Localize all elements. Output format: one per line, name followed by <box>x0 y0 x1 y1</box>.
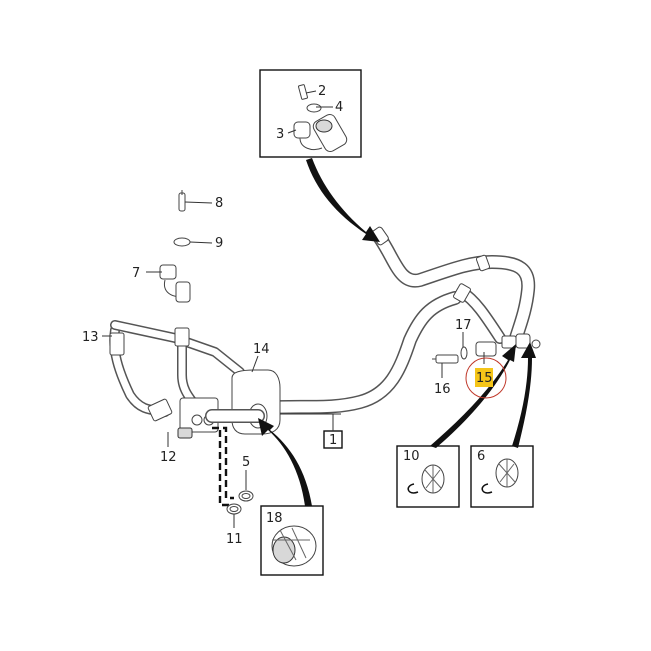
callout-14: 14 <box>253 342 270 357</box>
o-ring-17 <box>460 346 468 360</box>
main-hose-assembly <box>255 226 541 415</box>
callout-11: 11 <box>226 532 243 547</box>
cap-7 <box>159 264 191 303</box>
highlight-fill <box>475 368 493 387</box>
detail-box-18 <box>260 505 324 576</box>
callout-5: 5 <box>242 455 250 470</box>
callout-8: 8 <box>215 196 223 211</box>
callout-15: 15 <box>476 371 493 386</box>
callout-labels: 1 2 3 4 5 6 7 8 9 10 11 12 13 14 15 16 1… <box>82 84 493 547</box>
left-pipe-bundle <box>109 320 245 439</box>
callout-6: 6 <box>477 449 485 464</box>
callout-13: 13 <box>82 330 99 345</box>
leader-lines <box>102 90 485 528</box>
callout-1: 1 <box>329 433 337 448</box>
callout-7: 7 <box>132 266 140 281</box>
callout-18: 18 <box>266 511 283 526</box>
fitting-15 <box>475 341 497 357</box>
callout-2: 2 <box>318 84 326 99</box>
callout-17: 17 <box>455 318 472 333</box>
callout-10: 10 <box>403 449 420 464</box>
callout-9: 9 <box>215 236 223 251</box>
callout-12: 12 <box>160 450 177 465</box>
muffler-bracket <box>205 369 281 435</box>
dashed-route <box>212 426 234 507</box>
valve-16 <box>432 354 459 364</box>
valve-core-8 <box>178 190 186 212</box>
seal-ring-9 <box>173 237 191 247</box>
callout-3: 3 <box>276 127 284 142</box>
highlight-ring <box>465 357 507 399</box>
o-ring-11 <box>226 503 242 515</box>
o-ring-5 <box>238 490 254 502</box>
detail-box-10 <box>396 445 460 508</box>
detail-box-top <box>259 69 362 158</box>
highlight-15 <box>465 357 507 399</box>
arrows <box>258 158 536 506</box>
detail-box-6 <box>470 445 534 508</box>
callout-4: 4 <box>335 100 343 115</box>
callout-16: 16 <box>434 382 451 397</box>
